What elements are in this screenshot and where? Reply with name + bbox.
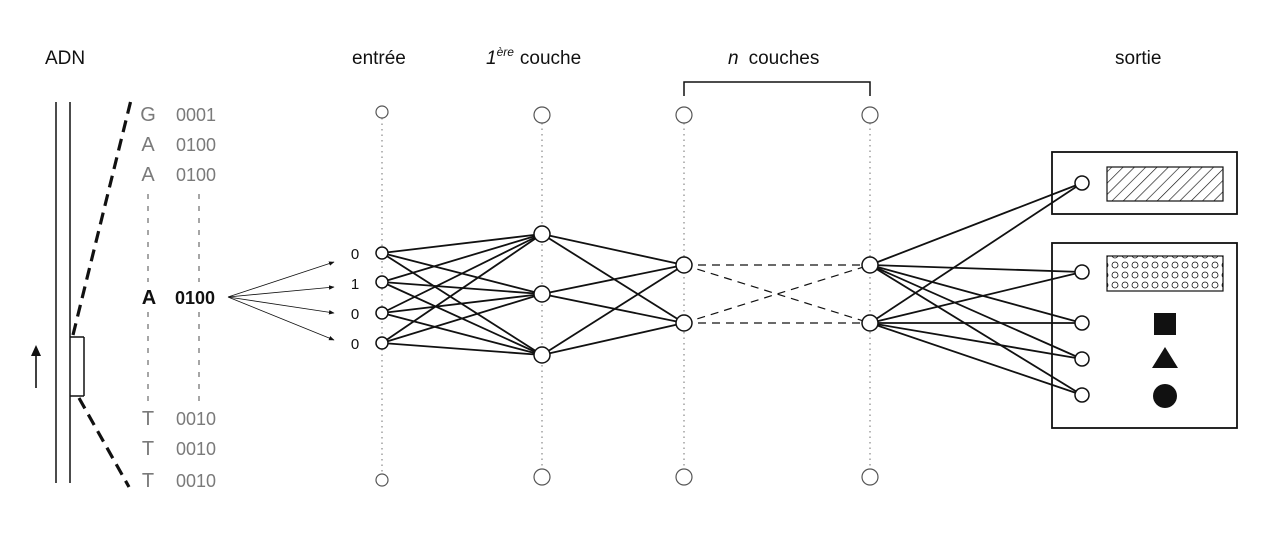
- connection: [541, 264, 685, 295]
- neuron-node: [861, 256, 879, 274]
- neuron-node: [533, 285, 551, 303]
- sequence-base: T: [142, 470, 154, 492]
- connection: [869, 182, 1083, 324]
- edge-node: [861, 106, 879, 124]
- connection: [381, 293, 543, 344]
- n-layers-header: n couches: [728, 48, 819, 69]
- sequence-base: G: [140, 104, 156, 126]
- dna-strand: [55, 99, 133, 488]
- edge-node: [533, 106, 551, 124]
- neuron-node: [675, 314, 693, 332]
- connection: [381, 233, 543, 344]
- dna-header: ADN: [45, 48, 85, 69]
- sequence-code: 0010: [176, 409, 216, 429]
- input-bit: 1: [351, 276, 359, 293]
- edge-node: [375, 105, 389, 119]
- edge-node: [375, 473, 389, 487]
- connection: [869, 264, 1083, 273]
- edge-node: [533, 468, 551, 486]
- sequence-base: A: [141, 164, 155, 186]
- sequence-base: A: [141, 134, 155, 156]
- edge-node: [861, 468, 879, 486]
- neuron-node: [375, 275, 389, 289]
- output-node: [1074, 387, 1090, 403]
- connection: [869, 322, 1083, 396]
- dotted-rectangle-icon: [1106, 255, 1224, 292]
- neuron-node: [861, 314, 879, 332]
- sequence-base: T: [142, 408, 154, 430]
- connection: [381, 342, 543, 356]
- neuron-node: [533, 346, 551, 364]
- connection: [381, 233, 543, 283]
- n-layers-n: n: [728, 48, 739, 69]
- n-layers-bracket: [683, 81, 871, 96]
- input-header: entrée: [352, 48, 406, 69]
- hatched-rectangle-icon: [1106, 166, 1224, 202]
- neuron-node: [675, 256, 693, 274]
- sequence-code: 0010: [176, 471, 216, 491]
- connection: [683, 264, 871, 324]
- edge-node: [675, 106, 693, 124]
- sequence-code: 0001: [176, 105, 216, 125]
- focus-base: A: [142, 287, 156, 309]
- output-node: [1074, 315, 1090, 331]
- first-layer-word: couche: [520, 48, 581, 69]
- connection: [541, 233, 685, 324]
- first-layer-number: 1: [486, 48, 497, 69]
- neuron-node: [375, 336, 389, 350]
- connection: [683, 264, 871, 324]
- connection: [541, 293, 685, 324]
- connection: [869, 264, 1083, 360]
- connection: [869, 264, 1083, 324]
- output-node: [1074, 264, 1090, 280]
- input-bit: 0: [351, 246, 359, 263]
- connection: [381, 233, 543, 254]
- connection: [381, 312, 543, 356]
- output-node: [1074, 351, 1090, 367]
- first-layer-header: 1ère couche: [486, 45, 581, 69]
- encoding-arrows: [227, 261, 335, 341]
- up-arrow-icon: [31, 345, 41, 388]
- output-header: sortie: [1115, 48, 1161, 69]
- input-bit: 0: [351, 336, 359, 353]
- sequence-base: T: [142, 438, 154, 460]
- triangle-icon: [1152, 347, 1178, 368]
- n-layers-word: couches: [749, 48, 820, 69]
- focus-code: 0100: [175, 288, 215, 308]
- sequence-code: 0100: [176, 135, 216, 155]
- connection: [381, 293, 543, 314]
- connection: [869, 264, 1083, 396]
- connection: [869, 271, 1083, 324]
- connection: [869, 322, 1083, 360]
- neuron-node: [375, 306, 389, 320]
- neuron-node: [533, 225, 551, 243]
- first-layer-superscript: ère: [497, 45, 515, 59]
- square-icon: [1154, 313, 1176, 335]
- output-class-box-1: [1051, 151, 1238, 215]
- connection: [541, 233, 685, 266]
- edge-node: [675, 468, 693, 486]
- sequence-code: 0100: [176, 165, 216, 185]
- sequence: G 0001 A 0100 A 0100 A 0100 T 0010 T 001…: [140, 104, 216, 492]
- neuron-node: [375, 246, 389, 260]
- connection: [541, 264, 685, 356]
- circle-icon: [1153, 384, 1177, 408]
- connection: [381, 233, 543, 314]
- sequence-code: 0010: [176, 439, 216, 459]
- output-node: [1074, 175, 1090, 191]
- connection: [869, 182, 1083, 266]
- connection: [541, 322, 685, 356]
- input-bit: 0: [351, 306, 359, 323]
- output-class-box-2: [1051, 242, 1238, 429]
